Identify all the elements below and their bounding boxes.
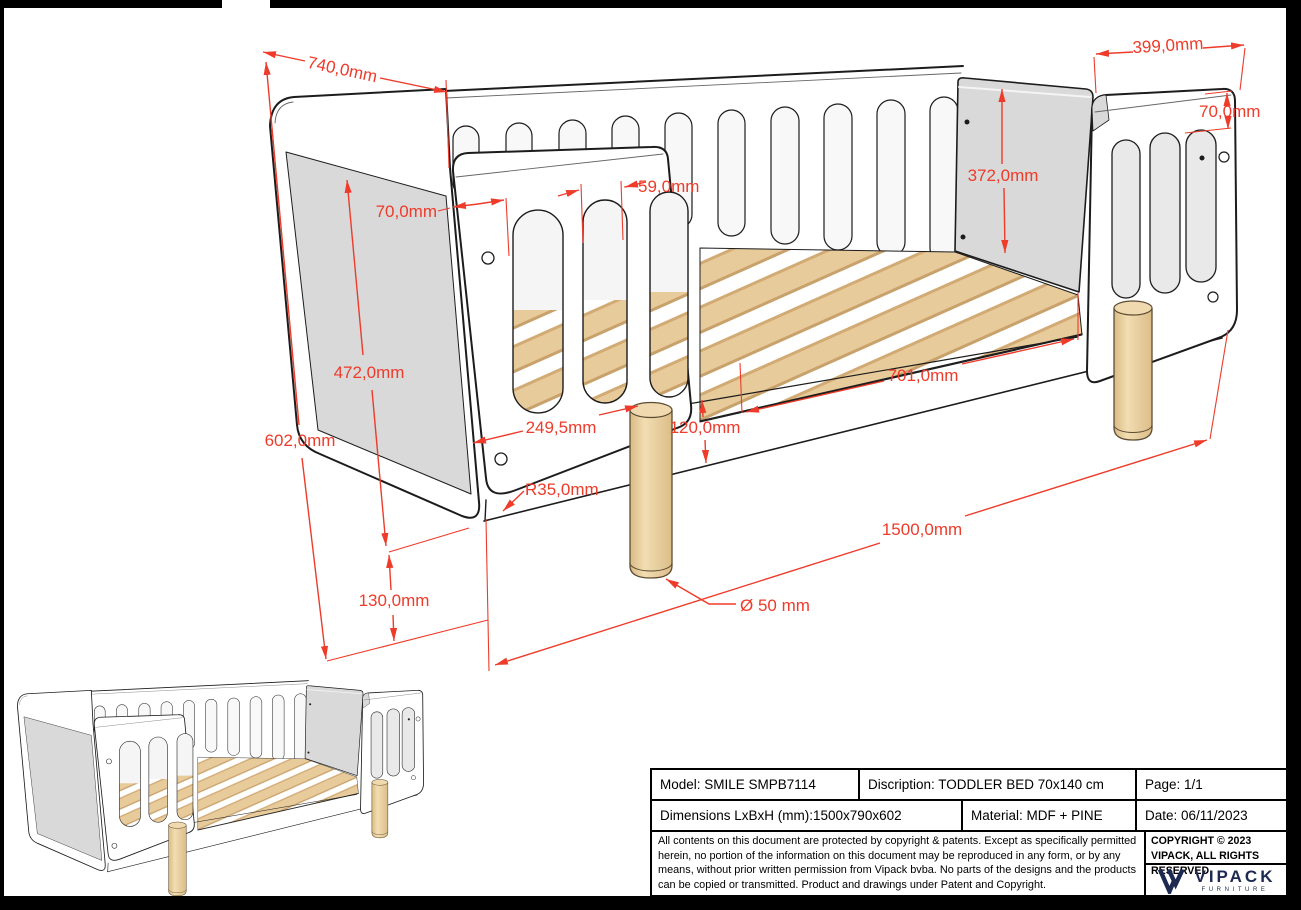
dim-701: 701,0mm bbox=[888, 366, 959, 385]
dim-740: 740,0mm bbox=[306, 53, 379, 86]
dim-372: 372,0mm bbox=[968, 166, 1039, 185]
headboard bbox=[269, 88, 481, 519]
dim-70-right: 70,0mm bbox=[1199, 102, 1260, 121]
vipack-logo-icon bbox=[1157, 868, 1185, 894]
copyright-paragraph: All contents on this document are protec… bbox=[652, 832, 1146, 895]
dim-120: 120,0mm bbox=[670, 418, 741, 437]
title-block: Model: SMILE SMPB7114 Discription: TODDL… bbox=[650, 768, 1288, 897]
description-cell: Discription: TODDLER BED 70x140 cm bbox=[860, 770, 1137, 801]
dim-130: 130,0mm bbox=[359, 591, 430, 610]
sheet-edge-right bbox=[1286, 0, 1301, 910]
front-leg bbox=[629, 401, 673, 579]
material-label: Material: MDF + PINE bbox=[971, 808, 1103, 823]
dimension-lines bbox=[262, 42, 1246, 672]
bed-isometric-view bbox=[269, 65, 1238, 579]
dim-70-left: 70,0mm bbox=[376, 202, 437, 221]
dim-602: 602,0mm bbox=[265, 431, 336, 450]
screw-hole bbox=[960, 234, 966, 240]
material-cell: Material: MDF + PINE bbox=[963, 801, 1137, 832]
dim-59: 59,0mm bbox=[638, 177, 699, 196]
footboard-slots bbox=[1111, 129, 1217, 299]
bolt-hole bbox=[1207, 291, 1219, 303]
dimensions-cell: Dimensions LxBxH (mm):1500x790x602 bbox=[652, 801, 963, 832]
sheet-edge-left bbox=[0, 0, 4, 910]
dim-dia50: Ø 50 mm bbox=[740, 596, 810, 615]
date-label: Date: 06/11/2023 bbox=[1145, 808, 1248, 823]
dim-399: 399,0mm bbox=[1132, 34, 1204, 57]
headboard-inner-face bbox=[285, 151, 472, 495]
right-leg bbox=[1113, 300, 1153, 441]
footboard bbox=[1086, 87, 1238, 384]
dim-249-5: 249,5mm bbox=[526, 418, 597, 437]
copyright-notice: COPYRIGHT © 2023 VIPACK, ALL RIGHTS RESE… bbox=[1146, 832, 1286, 877]
description-label: Discription: TODDLER BED 70x140 cm bbox=[868, 777, 1104, 792]
bolt-hole bbox=[481, 251, 495, 265]
slat-deck bbox=[699, 247, 1083, 423]
dim-472: 472,0mm bbox=[334, 363, 405, 382]
front-rail-slots bbox=[513, 192, 688, 413]
page-cell: Page: 1/1 bbox=[1137, 770, 1286, 801]
footboard-edge-face bbox=[1091, 94, 1110, 132]
vipack-logo: VIPACK FURNITURE bbox=[1146, 865, 1286, 895]
model-cell: Model: SMILE SMPB7114 bbox=[652, 770, 860, 801]
dimensions-label: Dimensions LxBxH (mm):1500x790x602 bbox=[660, 808, 902, 823]
sheet-edge-top-left bbox=[0, 0, 222, 8]
bolt-hole bbox=[1218, 151, 1230, 163]
brand-subtitle: FURNITURE bbox=[1201, 886, 1269, 893]
dim-r35: R35,0mm bbox=[525, 480, 599, 499]
sheet-edge-bottom bbox=[0, 896, 1301, 910]
brand-name: VIPACK bbox=[1194, 866, 1276, 886]
screw-hole bbox=[964, 119, 970, 125]
date-cell: Date: 06/11/2023 bbox=[1137, 801, 1286, 832]
model-label: Model: SMILE SMPB7114 bbox=[660, 777, 816, 792]
sheet-edge-top-right bbox=[270, 0, 1301, 8]
bed-small-view bbox=[16, 680, 424, 897]
bolt-hole bbox=[494, 452, 508, 466]
page-label: Page: 1/1 bbox=[1145, 777, 1203, 792]
screw-hole bbox=[1199, 155, 1205, 161]
footboard-back-panel bbox=[954, 77, 1094, 293]
dim-1500: 1500,0mm bbox=[882, 520, 962, 539]
